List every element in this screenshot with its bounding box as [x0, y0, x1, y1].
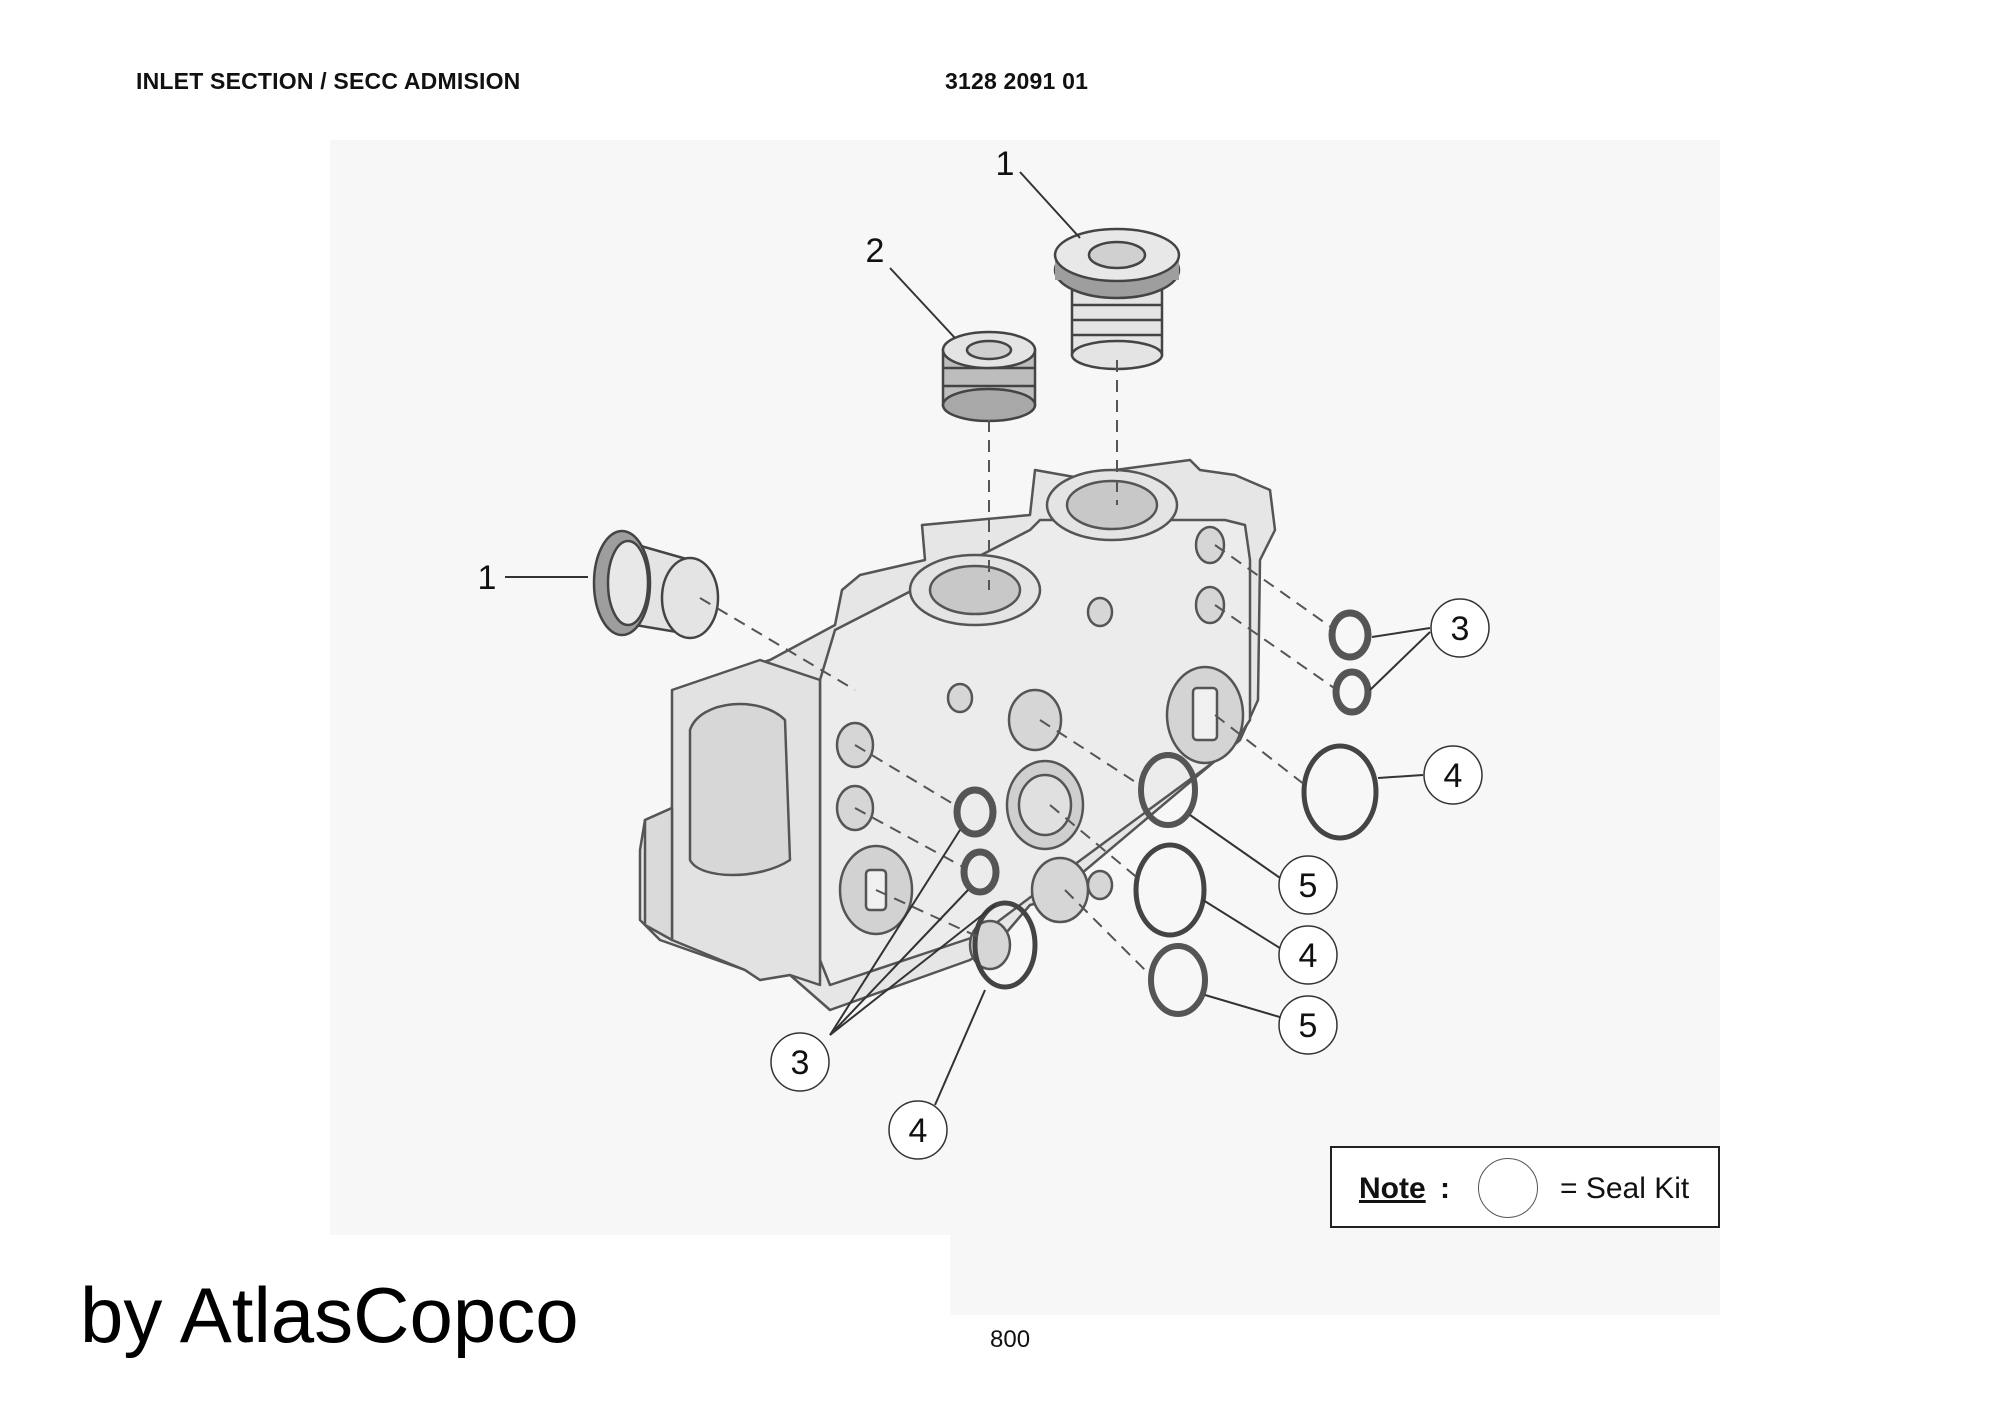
callout-3-bottom: 3 [770, 1032, 830, 1092]
seal-kit-note: Note : = Seal Kit [1330, 1146, 1720, 1228]
note-label: Note [1359, 1172, 1426, 1205]
page-number: 800 [990, 1326, 1031, 1353]
note-text: = Seal Kit [1560, 1172, 1690, 1205]
callout-1-left: 1 [478, 559, 497, 597]
seal-4-mid [1133, 842, 1207, 938]
callout-5-lower-label: 5 [1299, 1007, 1318, 1045]
seal-5-upper [1138, 752, 1198, 828]
seal-4-right [1301, 743, 1379, 841]
note-colon: : [1440, 1172, 1450, 1205]
callout-1-left-label: 1 [478, 559, 497, 597]
valve-body [638, 458, 1277, 1012]
callout-1-top: 1 [996, 145, 1015, 183]
callout-5-upper: 5 [1278, 855, 1338, 915]
seal-3-front-b [960, 848, 1000, 896]
callout-5-lower: 5 [1278, 995, 1338, 1055]
plug-top-1 [1053, 227, 1181, 371]
plug-left-1 [592, 529, 720, 640]
seal-kit-circle-icon [1478, 1158, 1538, 1218]
callout-1-top-label: 1 [996, 145, 1015, 183]
callout-4-right-mid-label: 4 [1299, 937, 1318, 975]
seals [953, 609, 1379, 1017]
callout-3-right: 3 [1430, 598, 1490, 658]
seal-3-upper [1328, 609, 1372, 661]
plug-small-2 [941, 330, 1037, 423]
callout-4-right-mid: 4 [1278, 925, 1338, 985]
diagram-background-lower [950, 1235, 1720, 1315]
seal-3-front-a [953, 786, 997, 838]
page-title: INLET SECTION / SECC ADMISION [136, 68, 521, 94]
seal-5-lower [1148, 943, 1208, 1017]
part-number: 3128 2091 01 [945, 68, 1089, 94]
seal-3-lower [1332, 668, 1372, 716]
callout-2: 2 [866, 232, 885, 270]
callout-4-right-top-label: 4 [1444, 757, 1463, 795]
callout-3-bottom-label: 3 [791, 1044, 810, 1082]
seal-4-front [972, 900, 1038, 990]
callout-4-bottom-label: 4 [909, 1112, 928, 1150]
alignment-lines [699, 360, 1338, 976]
callout-3-right-label: 3 [1451, 610, 1470, 648]
callout-2-label: 2 [866, 232, 885, 270]
callout-4-bottom: 4 [888, 1100, 948, 1160]
callout-4-right-top: 4 [1423, 745, 1483, 805]
brand-caption: by AtlasCopco [80, 1271, 579, 1359]
leader-lines [505, 171, 1431, 1106]
callout-5-upper-label: 5 [1299, 867, 1318, 905]
